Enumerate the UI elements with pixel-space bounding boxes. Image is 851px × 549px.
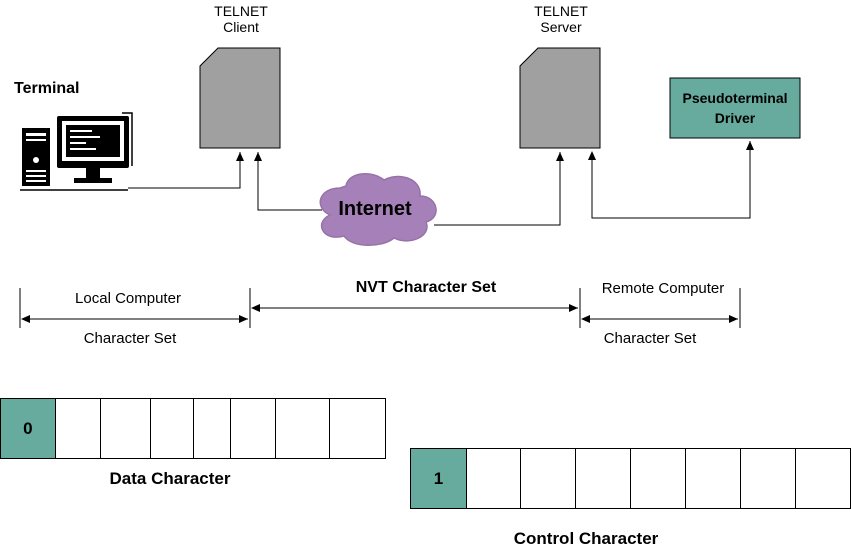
telnet-server-title-line2: Server xyxy=(540,19,582,35)
pseudoterminal-label-line1: Pseudoterminal xyxy=(682,90,788,106)
data-bit-cell xyxy=(194,399,231,458)
telnet-client-title-line2: Client xyxy=(223,19,259,35)
pseudoterminal-label: Pseudoterminal Driver xyxy=(670,88,800,128)
data-bit-cell xyxy=(56,399,102,458)
telnet-client-card xyxy=(199,47,281,149)
data-character-label: Data Character xyxy=(109,469,231,488)
internet-label: Internet xyxy=(338,198,412,220)
data-character-first-bit: 0 xyxy=(1,399,56,458)
local-character-set-label: Character Set xyxy=(83,330,177,347)
remote-computer-label: Remote Computer xyxy=(601,280,725,297)
control-character-label: Control Character xyxy=(513,529,659,548)
control-character-bits: 1 xyxy=(410,448,851,509)
data-bit-cell xyxy=(276,399,331,458)
cloud-to-server-line xyxy=(434,152,564,226)
data-bit-cell xyxy=(101,399,152,458)
server-to-pseudo-line xyxy=(588,141,754,219)
internet-cloud xyxy=(319,173,437,246)
pseudoterminal-box xyxy=(669,77,801,139)
character-set-ranges xyxy=(19,288,741,328)
telnet-server-title-line1: TELNET xyxy=(534,3,588,19)
control-bit-cell xyxy=(521,449,576,508)
control-bit-cell xyxy=(741,449,796,508)
control-bit-cell xyxy=(631,449,686,508)
control-character-first-bit: 1 xyxy=(411,449,467,508)
telnet-server-card xyxy=(519,47,601,149)
data-bit-cell xyxy=(330,399,385,458)
telnet-client-title: TELNET Client xyxy=(200,3,282,35)
local-computer-label: Local Computer xyxy=(75,290,181,307)
nvt-character-set-label: NVT Character Set xyxy=(355,279,497,296)
remote-character-set-label: Character Set xyxy=(603,330,697,347)
data-bit-cell xyxy=(151,399,194,458)
cloud-to-client-line xyxy=(254,152,322,211)
control-bit-cell xyxy=(467,449,521,508)
terminal-label: Terminal xyxy=(14,80,80,97)
telnet-client-title-line1: TELNET xyxy=(214,3,268,19)
control-bit-cell xyxy=(576,449,631,508)
data-bit-cell xyxy=(231,399,276,458)
telnet-server-title: TELNET Server xyxy=(520,3,602,35)
control-bit-cell xyxy=(796,449,850,508)
control-bit-cell xyxy=(686,449,741,508)
terminal-to-client-line xyxy=(128,152,244,189)
pseudoterminal-label-line2: Driver xyxy=(714,110,756,126)
data-character-bits: 0 xyxy=(0,398,386,459)
terminal-computer-icon xyxy=(20,112,133,191)
